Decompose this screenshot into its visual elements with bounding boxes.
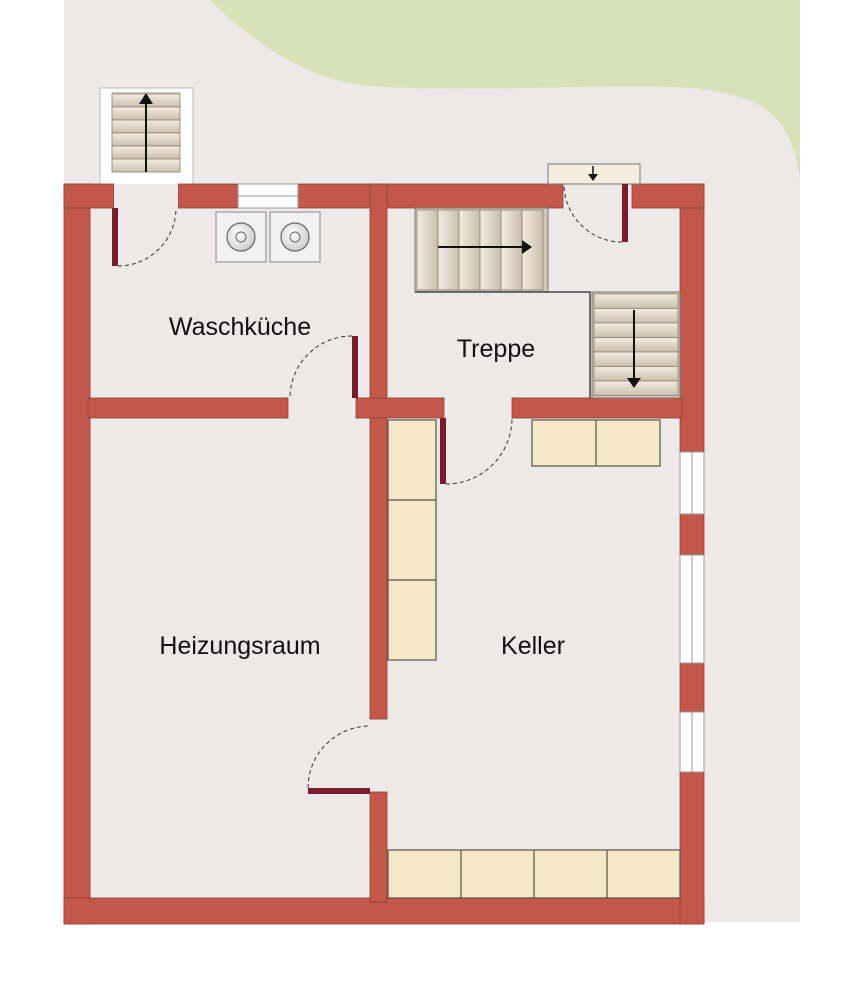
washing-machines xyxy=(215,211,321,263)
stair-tread xyxy=(593,322,679,338)
room-label-keller: Keller xyxy=(501,632,565,660)
stair-tread xyxy=(593,351,679,367)
room-label-heizungsraum: Heizungsraum xyxy=(159,632,320,660)
door-swing xyxy=(445,417,513,485)
stair-arrow-down-icon xyxy=(627,378,641,388)
room-label-treppe: Treppe xyxy=(457,335,535,363)
window-top xyxy=(237,183,299,209)
windows-right xyxy=(679,451,705,773)
door-leaf xyxy=(352,336,358,398)
interior-staircase xyxy=(414,207,681,399)
door-swing xyxy=(289,335,353,399)
doors xyxy=(112,183,628,794)
stair-tread xyxy=(458,209,481,291)
door-swing xyxy=(563,183,623,243)
door-swing xyxy=(307,725,371,789)
stair-tread xyxy=(593,293,679,309)
stair-tread xyxy=(593,308,679,324)
door-leaf xyxy=(308,788,370,794)
door-leaf xyxy=(622,184,628,242)
exterior-staircase xyxy=(99,87,194,187)
entrance-step xyxy=(547,163,641,185)
room-label-waschkueche: Waschküche xyxy=(169,313,311,341)
stair-arrow-right-icon xyxy=(522,240,532,254)
door-leaf xyxy=(112,208,118,266)
arrow-down-icon xyxy=(588,174,598,181)
stair-tread xyxy=(593,337,679,353)
stair-tread xyxy=(416,209,439,291)
stair-tread xyxy=(437,209,460,291)
stair-tread xyxy=(479,209,502,291)
storage-cabinets xyxy=(387,419,681,899)
walls xyxy=(63,183,705,925)
stair-tread xyxy=(500,209,523,291)
door-leaf xyxy=(440,418,446,484)
door-swing xyxy=(117,207,177,267)
stair-arrow-up-icon xyxy=(139,93,153,104)
